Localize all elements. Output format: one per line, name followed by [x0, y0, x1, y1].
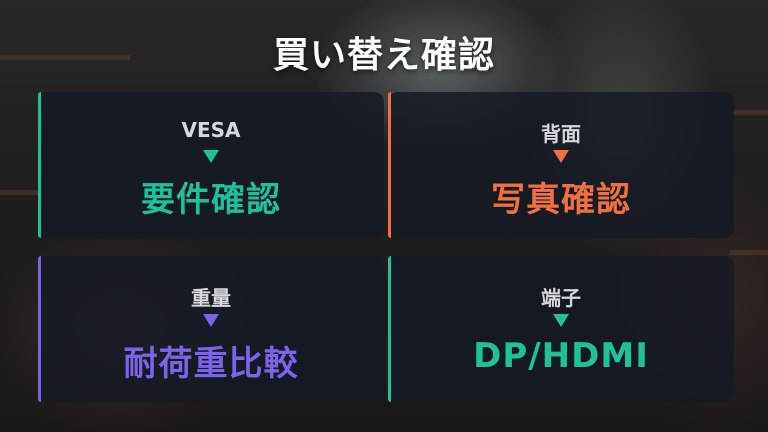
shelf-decoration [0, 190, 40, 195]
card-label: 重量 [191, 286, 231, 310]
arrow-down-icon [553, 314, 569, 327]
card-accent-bar [388, 92, 391, 238]
arrow-down-icon [553, 150, 569, 163]
card-label: VESA [181, 118, 241, 142]
card-port: 端子 DP/HDMI [388, 256, 734, 402]
card-vesa: VESA 要件確認 [38, 92, 384, 238]
shelf-decoration [730, 110, 768, 115]
card-label: 背面 [541, 122, 581, 146]
card-label: 端子 [541, 286, 581, 310]
shelf-decoration [730, 250, 768, 255]
card-value: 要件確認 [141, 180, 281, 220]
card-value: 写真確認 [491, 180, 631, 220]
card-accent-bar [38, 92, 41, 238]
arrow-down-icon [203, 314, 219, 327]
card-accent-bar [388, 256, 391, 402]
shelf-decoration [0, 55, 130, 60]
card-back: 背面 写真確認 [388, 92, 734, 238]
arrow-down-icon [203, 150, 219, 163]
card-value: 耐荷重比較 [123, 344, 299, 384]
page-title: 買い替え確認 [272, 35, 495, 76]
card-accent-bar [38, 256, 41, 402]
card-weight: 重量 耐荷重比較 [38, 256, 384, 402]
card-value: DP/HDMI [473, 336, 649, 376]
